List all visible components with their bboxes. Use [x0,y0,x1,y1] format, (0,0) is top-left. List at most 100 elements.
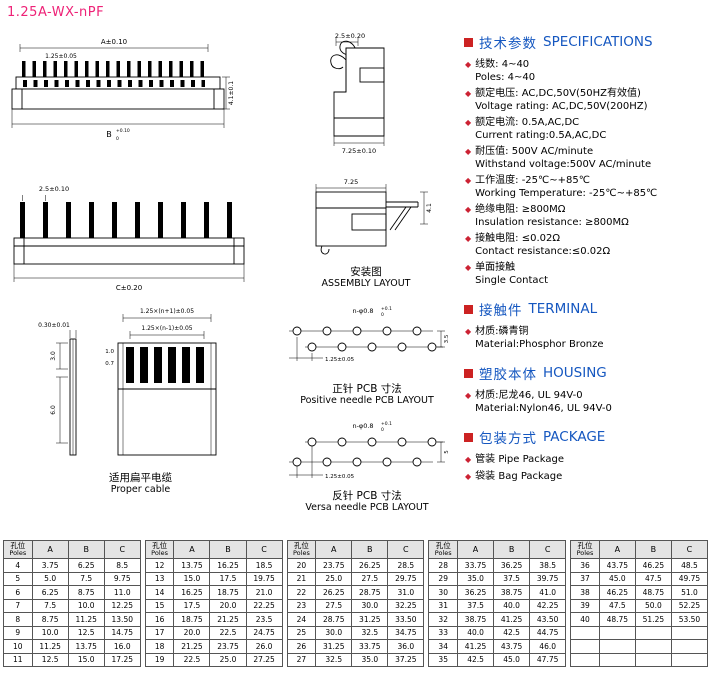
table-cell: 44.75 [529,625,567,640]
section-heading-terminal: 接触件 TERMINAL [464,299,710,319]
table-cell [598,639,636,654]
dim-h-lines [222,76,230,110]
spec-item-zh: 额定电压: AC,DC,50V(50HZ有效值) [475,88,641,99]
table-cell: 18.5 [245,558,283,573]
table-cell: 40 [570,612,600,627]
table-cell: 43.75 [598,558,636,573]
table-cell: 13.50 [103,612,141,627]
spec-item-pipe-package: ◆ 管装 Pipe Package [464,454,710,467]
dim-n2-lines [129,331,205,339]
table-cell: 40.0 [493,598,531,613]
dim-c-lines [13,264,245,282]
section-heading-package: 包装方式 PACKAGE [464,427,710,447]
table-cell: 25.0 [209,652,247,667]
table-cell: 33 [428,625,459,640]
dim-thickness-label: 0.30±0.01 [38,322,70,329]
table-cell: 39 [570,598,600,613]
table-cell: 16.25 [209,558,247,573]
connector-body [13,237,245,265]
side-view-drawing: 2.5±0.20 7.25±0.10 [330,32,385,155]
table-cell: 11.25 [31,639,69,654]
table-row [570,652,708,667]
positive-pcb-label-zh: 正针 PCB 寸法 [332,383,402,395]
table-cell: 12.25 [103,598,141,613]
dim-pitch-label: 1.25±0.05 [45,53,77,60]
spec-item-en: Working Temperature: -25℃~+85℃ [475,187,658,199]
table-cell: 34 [428,639,459,654]
table-cell: 29 [428,571,459,586]
heading-zh: 接触件 [479,303,523,319]
bottom-view-drawing: 2.5±0.10 C±0.20 [13,185,245,292]
table-cell: 18.75 [209,585,247,600]
table-cell: 3.75 [31,558,69,573]
table-cell: 47.5 [598,598,636,613]
table-cell: 53.50 [670,612,708,627]
table-cell: 36 [570,558,600,573]
table-cell: 30.0 [315,625,353,640]
hole-tol-top: +0.1 [381,421,392,427]
part-number-title: 1.25A-WX-nPF [7,5,105,20]
section-heading-specifications: 技术参数 SPECIFICATIONS [464,32,710,52]
dim-row-lines [437,330,445,348]
column-header: A [31,540,69,559]
table-cell: 23.75 [209,639,247,654]
table-cell: 25.0 [315,571,353,586]
table-cell: 27.5 [351,571,389,586]
spec-item-en: Contact resistance:≤0.02Ω [475,245,611,257]
table-cell: 13.75 [173,558,211,573]
dim-b-tol-bot: 0 [116,136,119,142]
dim-07-label: 0.7 [105,361,114,367]
heading-en: SPECIFICATIONS [543,34,653,50]
table-cell: 9.75 [103,571,141,586]
table-cell [570,639,600,654]
diamond-bullet-icon: ◆ [465,391,472,400]
spec-item-en: Withstand voltage:500V AC/minute [475,158,652,170]
table-cell: 32.5 [315,652,353,667]
heading-en: HOUSING [543,365,607,381]
hook [320,245,330,255]
table-cell: 31.0 [387,585,425,600]
column-header: B [67,540,105,559]
cable-label-en: Proper cable [110,484,171,495]
table-cell: 7 [3,598,33,613]
table-cell: 7.5 [67,571,105,586]
positive-pcb-layout-drawing: n-φ0.8 +0.1 0 3.5 1.25±0.05 [289,306,450,363]
table-cell: 22 [286,585,317,600]
table-cell: 23.5 [245,612,283,627]
dim-pitch-label: 1.25±0.05 [325,357,355,363]
column-header: C [103,540,141,559]
table-cell: 7.5 [31,598,69,613]
table-cell: 17 [144,625,175,640]
dim-pitch-label: 1.25±0.05 [325,474,355,480]
front-view-drawing: A±0.10 1.25±0.05 4.1±0.1 B +0.10 0 [11,38,235,142]
table-cell: 37 [570,571,600,586]
positive-pcb-label-en: Positive needle PCB LAYOUT [300,395,434,406]
table-cell: 22.5 [209,625,247,640]
table-cell [570,625,600,640]
table-cell: 30.0 [351,598,389,613]
table-cell: 12 [144,558,175,573]
dim-pitch-label: 2.5±0.10 [39,185,69,193]
hole-dim-label: n-φ0.8 [352,422,373,430]
heading-zh: 包装方式 [479,431,537,447]
holes-row-2 [292,457,422,467]
table-cell: 36.25 [457,585,495,600]
spec-item-zh: 材质:尼龙46, UL 94V-0 [475,390,583,401]
heading-zh: 技术参数 [479,36,537,52]
spec-item-en: Material:Nylon46, UL 94V-0 [475,402,612,414]
